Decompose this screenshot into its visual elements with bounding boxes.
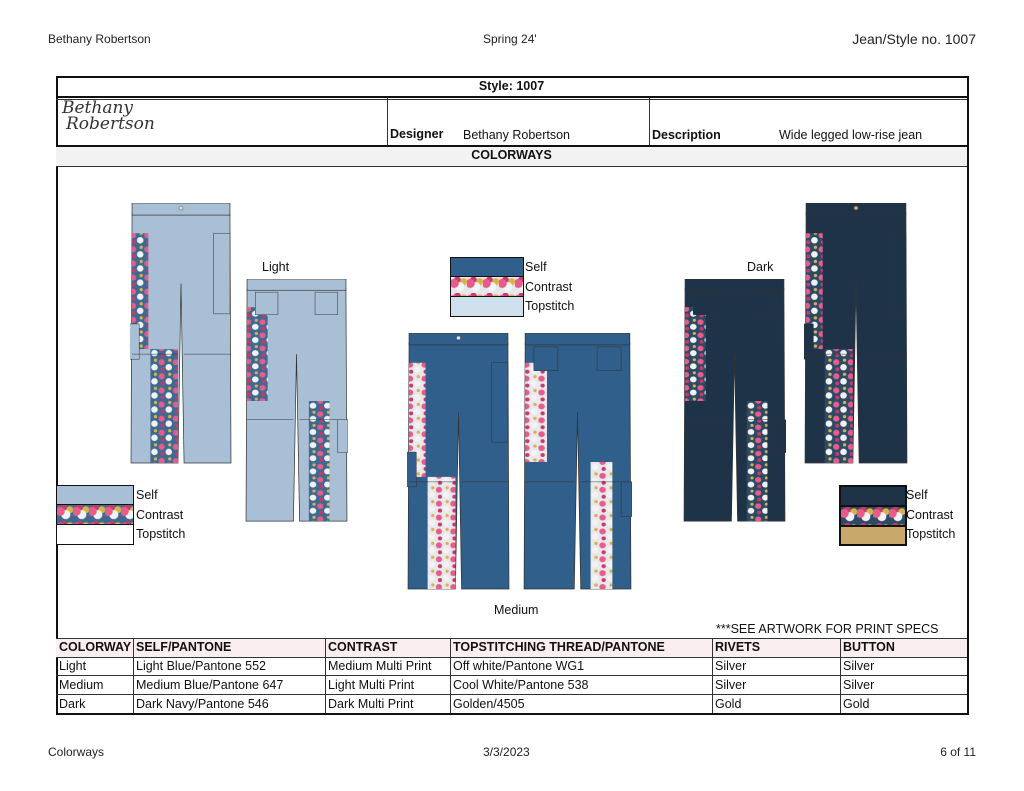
table-cell: Medium: [59, 678, 104, 692]
table-header: TOPSTITCHING THREAD/PANTONE: [453, 640, 665, 654]
brand-logo: Bethany Robertson: [62, 98, 155, 134]
colorway-label-dark: Dark: [747, 260, 774, 274]
table-cell: Silver: [843, 678, 875, 692]
table-cell: Dark Multi Print: [328, 697, 414, 711]
colorway-label-medium: Medium: [494, 603, 539, 617]
swatch-contrast-label: Contrast: [136, 508, 184, 522]
swatch-topstitch-label: Topstitch: [906, 527, 956, 541]
table-cell: Medium Multi Print: [328, 659, 432, 673]
table-cell: Light Multi Print: [328, 678, 415, 692]
table-cell: Gold: [843, 697, 870, 711]
logo-line1: Bethany: [62, 98, 134, 118]
header-season: Spring 24': [483, 32, 537, 46]
table-cell: Light Blue/Pantone 552: [136, 659, 266, 673]
swatch-topstitch-label: Topstitch: [136, 527, 186, 541]
table-cell: Golden/4505: [453, 697, 525, 711]
footer-page-number: 6 of 11: [940, 745, 976, 759]
table-cell: Medium Blue/Pantone 647: [136, 678, 284, 692]
table-cell: Silver: [715, 678, 747, 692]
header-brand: Bethany Robertson: [48, 32, 151, 46]
jean-dark-front: [804, 203, 908, 464]
style-title: Style: 1007: [478, 79, 545, 93]
jean-dark-back: [683, 279, 786, 522]
logo-line2: Robertson: [66, 114, 155, 134]
colorway-label-light: Light: [262, 260, 290, 274]
table-cell: Dark Navy/Pantone 546: [136, 697, 269, 711]
table-cell: Silver: [843, 659, 875, 673]
swatch-self-label: Self: [906, 488, 928, 502]
table-header: CONTRAST: [328, 640, 398, 654]
print-spec-note: ***SEE ARTWORK FOR PRINT SPECS: [716, 622, 939, 636]
table-cell: Cool White/Pantone 538: [453, 678, 589, 692]
header-style-number: Jean/Style no. 1007: [852, 31, 976, 47]
jean-light-front: [130, 203, 232, 464]
table-cell: Off white/Pantone WG1: [453, 659, 585, 673]
table-header: COLORWAY: [59, 640, 132, 654]
description-label: Description: [652, 128, 721, 142]
swatch-self-label: Self: [136, 488, 158, 502]
swatch-contrast-label: Contrast: [906, 508, 954, 522]
table-cell: Dark: [59, 697, 86, 711]
description-value: Wide legged low-rise jean: [779, 128, 923, 142]
swatch-self-label: Self: [525, 260, 547, 274]
footer-section: Colorways: [48, 745, 105, 759]
designer-label: Designer: [390, 127, 444, 141]
table-cell: Light: [59, 659, 87, 673]
designer-value: Bethany Robertson: [463, 128, 571, 142]
jean-medium-front: [407, 333, 510, 590]
jean-light-back: [245, 279, 348, 522]
table-header: SELF/PANTONE: [136, 640, 232, 654]
footer-date: 3/3/2023: [483, 745, 530, 759]
table-cell: Silver: [715, 659, 747, 673]
swatch-topstitch-label: Topstitch: [525, 299, 575, 313]
table-header: RIVETS: [715, 640, 761, 654]
table-cell: Gold: [715, 697, 742, 711]
jean-medium-back: [523, 333, 632, 590]
colorways-title: COLORWAYS: [471, 148, 552, 162]
table-header: BUTTON: [843, 640, 895, 654]
spec-sheet: [56, 76, 969, 715]
swatch-contrast-label: Contrast: [525, 280, 573, 294]
